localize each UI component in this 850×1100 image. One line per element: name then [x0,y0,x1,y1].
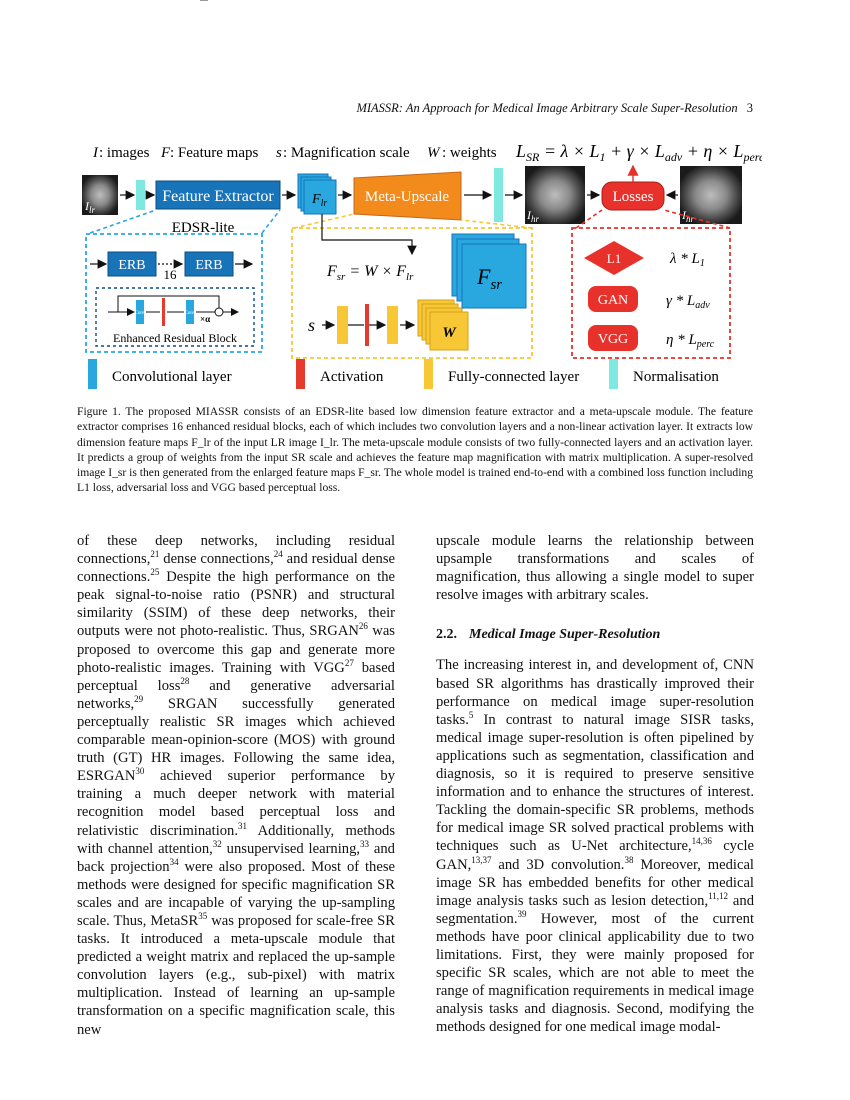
figure-diagram: I : images F : Feature maps s : Magnific… [82,141,762,389]
svg-text:η * Lperc: η * Lperc [666,332,715,350]
svg-text:ERB: ERB [195,258,222,273]
running-title: MIASSR: An Approach for Medical Image Ar… [356,101,738,115]
erb-block-2 [184,251,234,277]
erb-detail-panel [95,287,255,347]
svg-text:W: W [427,145,441,161]
flr-feature-maps [303,179,337,215]
losses-panel [571,227,731,359]
edsr-lite-panel [85,233,263,353]
left-column: of these deep networks, including residu… [77,532,395,1039]
svg-text:VGG: VGG [598,332,628,347]
legend-norm-label: Normalisation [633,369,719,385]
section-number: 2.2. [436,627,457,643]
weights-stack [429,311,469,351]
svg-text:GAN: GAN [598,293,628,308]
legend-conv-label: Convolutional layer [112,369,232,385]
svg-text:I: I [92,145,99,161]
erb-caption: Enhanced Residual Block [113,331,237,345]
edsr-lite-label: EDSR-lite [172,220,235,236]
right-column: upscale module learns the relationship b… [436,532,754,1036]
feature-extractor-box [155,180,281,210]
gan-loss-box [588,286,638,312]
svg-text:λ * L1: λ * L1 [669,251,705,269]
svg-text:W: W [442,325,457,341]
legend-features: : Feature maps [170,145,258,161]
fc-layer-2 [387,306,398,344]
section-heading: 2.2. Medical Image Super-Resolution [436,626,754,644]
legend-act-label: Activation [320,369,384,385]
svg-text:F: F [160,145,171,161]
ilr-label: Ilr [84,199,96,215]
fsr-equation: Fsr = W × Flr [326,263,414,283]
svg-text:Conv: Conv [135,311,146,316]
scale-s-label: s [308,315,315,335]
svg-text:×α: ×α [200,314,210,324]
norm-layer-1 [136,180,145,210]
left-paragraph: of these deep networks, including residu… [77,533,396,1038]
svg-text:Conv: Conv [185,311,196,316]
figure-top-legend: I : images F : Feature maps s : Magnific… [92,141,762,164]
figure-caption: Figure 1. The proposed MIASSR consists o… [77,405,754,495]
norm-layer-2 [494,168,503,222]
top-edge-marks [0,0,850,6]
legend-scale: : Magnification scale [283,145,410,161]
meta-upscale-label: Meta-Upscale [365,189,449,205]
section-title: Medical Image Super-Resolution [469,627,661,643]
svg-text:γ * Ladv: γ * Ladv [666,293,710,311]
legend-fc-swatch [424,359,433,389]
figure-bottom-legend: Convolutional layer Activation Fully-con… [88,359,719,389]
feature-extractor-label: Feature Extractor [162,188,274,205]
fsr-feature-maps [461,243,527,309]
losses-label: Losses [613,189,654,205]
erb-block-1 [107,251,157,277]
meta-upscale-panel [291,227,533,359]
l1-loss-diamond [584,241,644,275]
activation-layer [365,304,369,346]
vgg-loss-box [588,325,638,351]
fc-layer-1 [337,306,348,344]
legend-act-swatch [296,359,305,389]
sr-output-image [525,166,585,224]
legend-conv-swatch [88,359,97,389]
page-number: 3 [746,101,753,115]
lr-image [82,175,118,215]
legend-fc-label: Fully-connected layer [448,369,579,385]
svg-text:ERB: ERB [118,258,145,273]
running-header: MIASSR: An Approach for Medical Image Ar… [77,101,753,116]
legend-norm-swatch [609,359,618,389]
svg-text:s: s [276,145,282,161]
svg-text:L1: L1 [607,251,621,266]
legend-weights: : weights [442,145,497,161]
legend-images: : images [99,145,150,161]
gt-hr-image [680,166,742,224]
erb-repeat-count: 16 [164,267,178,282]
right-paragraph-2: The increasing interest in, and developm… [436,657,754,1036]
loss-equation: LSR = λ × L1 + γ × Ladv + η × Lperc [515,141,762,164]
right-paragraph-1: upscale module learns the relationship b… [436,533,754,604]
